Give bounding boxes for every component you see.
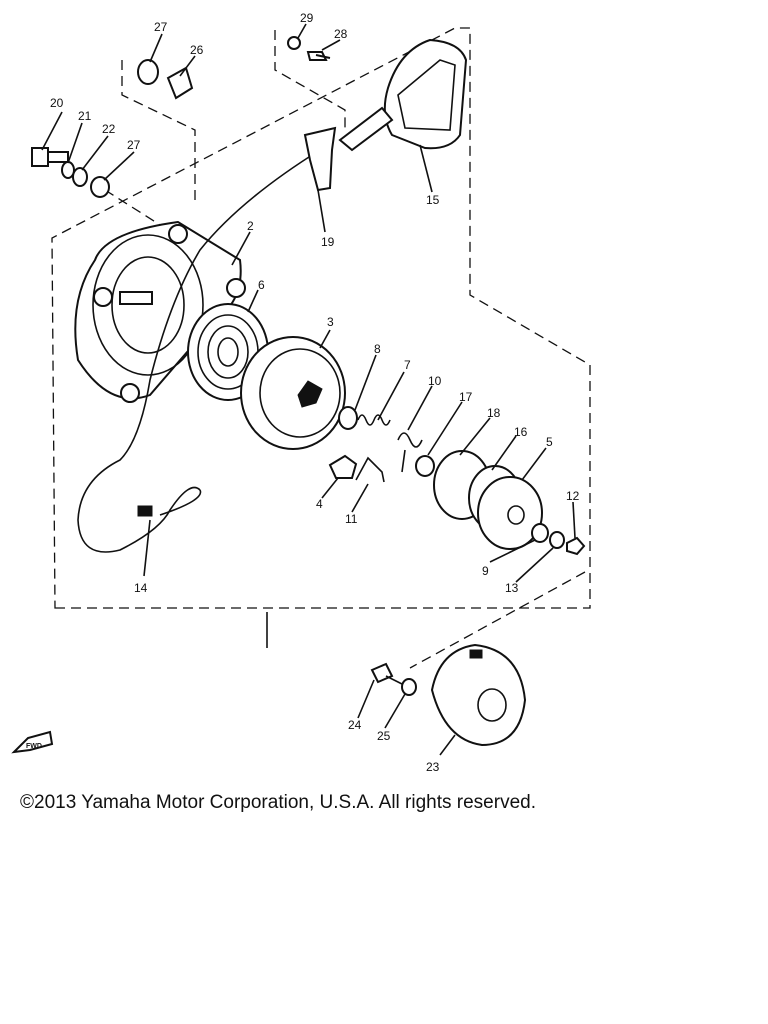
- bolt-20: [31, 147, 69, 167]
- callout-3: 3: [327, 315, 334, 329]
- nut-12: [566, 536, 586, 556]
- assembly-boundary: [51, 27, 591, 609]
- screw-28: [306, 51, 331, 61]
- link-to-cover: [409, 571, 586, 669]
- callout-5: 5: [546, 435, 553, 449]
- callout-12: 12: [566, 489, 580, 503]
- callout-6: 6: [258, 278, 265, 292]
- callout-27-top: 27: [154, 20, 168, 34]
- washer-25: [401, 678, 417, 696]
- callout-17: 17: [459, 390, 473, 404]
- link-bolt-20: [104, 189, 166, 229]
- callout-7: 7: [404, 358, 411, 372]
- callout-14: 14: [134, 581, 148, 595]
- washer-13: [549, 531, 565, 549]
- starter-handle: [338, 38, 468, 152]
- spring-10: [397, 432, 423, 473]
- callout-25: 25: [377, 729, 391, 743]
- callout-11: 11: [345, 512, 358, 526]
- callout-2: 2: [247, 219, 254, 233]
- callout-28: 28: [334, 27, 348, 41]
- copyright-notice: ©2013 Yamaha Motor Corporation, U.S.A. A…: [20, 792, 536, 813]
- callout-19: 19: [321, 235, 335, 249]
- callout-4: 4: [316, 497, 323, 511]
- starter-rope: [77, 149, 321, 553]
- washer-8: [338, 406, 358, 430]
- callout-22: 22: [102, 122, 116, 136]
- starter-cover-23: [430, 643, 527, 747]
- drive-plate-5: [477, 476, 543, 550]
- callout-13: 13: [505, 581, 519, 595]
- nut-27a: [90, 176, 110, 198]
- rope-coil: [159, 489, 202, 516]
- callout-8: 8: [374, 342, 381, 356]
- callout-15: 15: [426, 193, 440, 207]
- callout-27-bolt: 27: [127, 138, 141, 152]
- svg-text:FWD: FWD: [26, 743, 42, 750]
- ratchet-4: [328, 454, 358, 479]
- callout-21: 21: [78, 109, 92, 123]
- rope-pulley: [240, 336, 346, 450]
- callout-20: 20: [50, 96, 64, 110]
- guide-spring-11: [355, 456, 385, 483]
- bracket-26-27: [121, 60, 196, 200]
- rope-guide: [303, 126, 337, 192]
- bracket-28-29: [274, 30, 346, 130]
- washer-27b: [137, 59, 159, 85]
- washer-22: [72, 167, 88, 187]
- washer-9: [531, 523, 549, 543]
- callout-23: 23: [426, 760, 440, 774]
- callout-9: 9: [482, 564, 489, 578]
- callout-29: 29: [300, 11, 314, 25]
- starter-housing: [74, 220, 246, 403]
- spring-7: [357, 414, 391, 426]
- bolt-24: [370, 662, 403, 685]
- collar-17: [415, 455, 435, 477]
- callout-26: 26: [190, 43, 204, 57]
- callout-24: 24: [348, 718, 362, 732]
- callout-18: 18: [487, 406, 501, 420]
- callout-16: 16: [514, 425, 528, 439]
- rope-stopper: [137, 505, 153, 517]
- leader-lines: [41, 23, 576, 756]
- nut-29: [287, 36, 301, 50]
- fwd-arrow-icon: FWD: [11, 730, 54, 754]
- collar-26: [166, 66, 194, 100]
- recoil-starter-exploded-diagram: FWD 2 3 4 5 6 7 8 9: [11, 11, 591, 774]
- callout-10: 10: [428, 374, 442, 388]
